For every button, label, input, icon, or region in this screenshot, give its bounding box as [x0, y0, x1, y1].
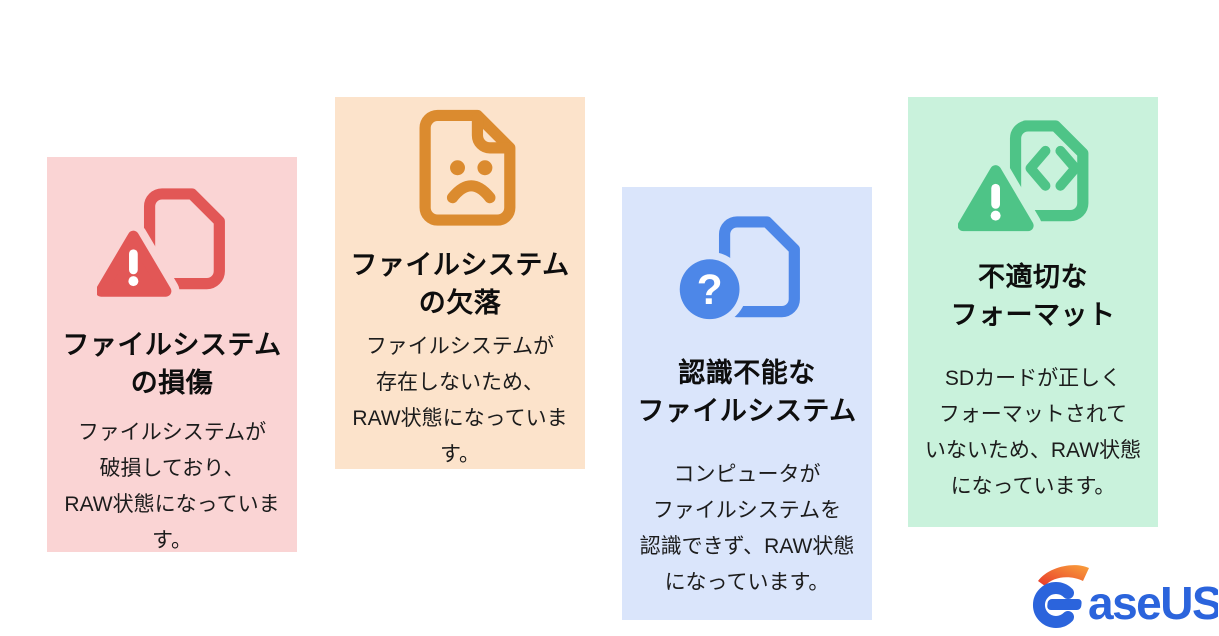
card-file-system-damage: ファイルシステム の損傷 ファイルシステムが 破損しており、 RAW状態になって…	[47, 157, 297, 552]
easeus-logo: aseUS	[1026, 560, 1219, 629]
svg-text:?: ?	[697, 266, 723, 313]
card-body: ファイルシステムが 存在しないため、 RAW状態になっていま す。	[352, 334, 568, 466]
card-improper-format: 不適切な フォーマット SDカードが正しく フォーマットされて いないため、RA…	[908, 97, 1158, 527]
card-title: ファイルシステム の欠落	[350, 250, 570, 318]
card-body: SDカードが正しく フォーマットされて いないため、RAW状態 になっています。	[924, 366, 1142, 498]
card-body: ファイルシステムが 破損しており、 RAW状態になっていま す。	[64, 420, 280, 552]
easeus-flame-icon	[1038, 565, 1089, 586]
card-file-system-unrecognized: ? 認識不能な ファイルシステム コンピュータが ファイルシステムを 認識できず…	[622, 187, 872, 620]
file-unrecognized-question-icon: ?	[672, 207, 822, 349]
file-damaged-warning-icon	[87, 179, 247, 321]
card-title: 不適切な フォーマット	[950, 262, 1116, 330]
easeus-e-glyph	[1032, 582, 1082, 628]
card-file-system-missing: ファイルシステム の欠落 ファイルシステムが 存在しないため、 RAW状態になっ…	[335, 97, 585, 469]
easeus-wordmark: aseUS	[1088, 577, 1218, 628]
file-missing-sad-face-icon	[385, 103, 535, 245]
card-body: コンピュータが ファイルシステムを 認識できず、RAW状態 になっています。	[639, 462, 855, 594]
card-title: ファイルシステム の損傷	[62, 330, 282, 398]
file-format-code-warning-icon	[949, 111, 1108, 253]
card-title: 認識不能な ファイルシステム	[637, 358, 857, 426]
